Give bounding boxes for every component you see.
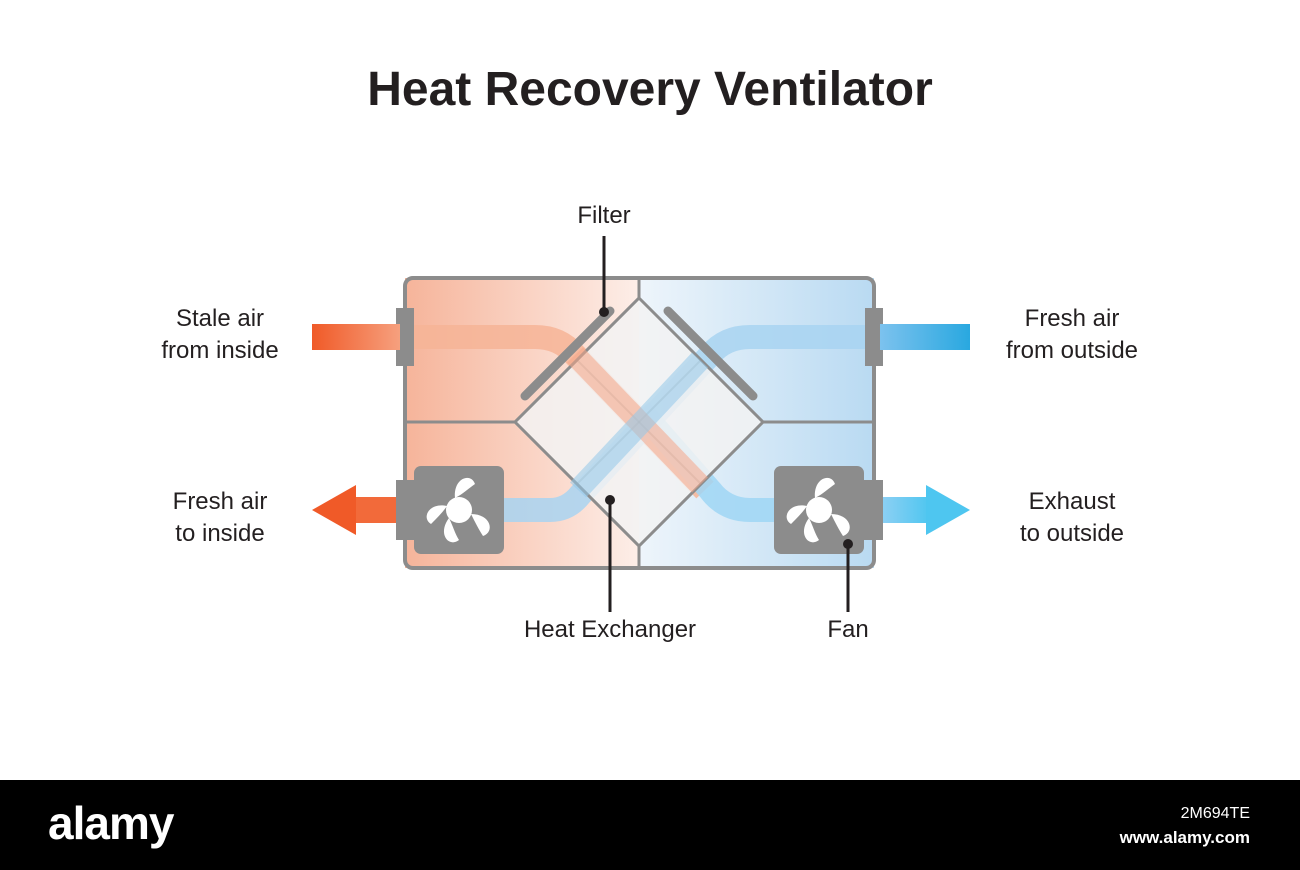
filter-leader [599,236,609,317]
image-id: 2M694TE [1180,805,1250,822]
stale-air-path [410,325,714,499]
label-fan: Fan [827,616,869,643]
left-fan [396,466,504,554]
exhaust-arrow [880,485,970,535]
exhaust-path [630,402,780,522]
label-exhaust: Exhaust to outside [1019,488,1125,547]
image-reference: 2M694TE www.alamy.com [1120,802,1250,850]
brand-logo: alamy [48,797,174,849]
label-filter: Filter [577,202,631,229]
filter-right [663,306,758,401]
hrv-diagram [312,236,970,612]
fan-leader [843,539,853,612]
watermark-footer: alamy 2M694TE www.alamy.com [0,780,1300,870]
port-stale-in [396,308,414,366]
label-stale-air: Stale air from inside [161,305,279,364]
cross-flow-cool [569,352,709,498]
filter-left [520,306,615,401]
right-fan [774,466,883,554]
port-fresh-in [865,308,883,366]
heat-exchanger-leader [605,495,615,612]
label-fresh-air-outside: Fresh air from outside [1005,305,1139,364]
site-url: www.alamy.com [1119,828,1250,847]
fresh-air-outside-arrow [880,324,970,350]
diagram-title: Heat Recovery Ventilator [367,63,933,116]
label-heat-exchanger: Heat Exchanger [523,616,697,643]
fresh-air-inside-arrow [312,485,402,535]
label-fresh-air-inside: Fresh air to inside [172,488,268,547]
stale-air-arrow [312,324,400,350]
